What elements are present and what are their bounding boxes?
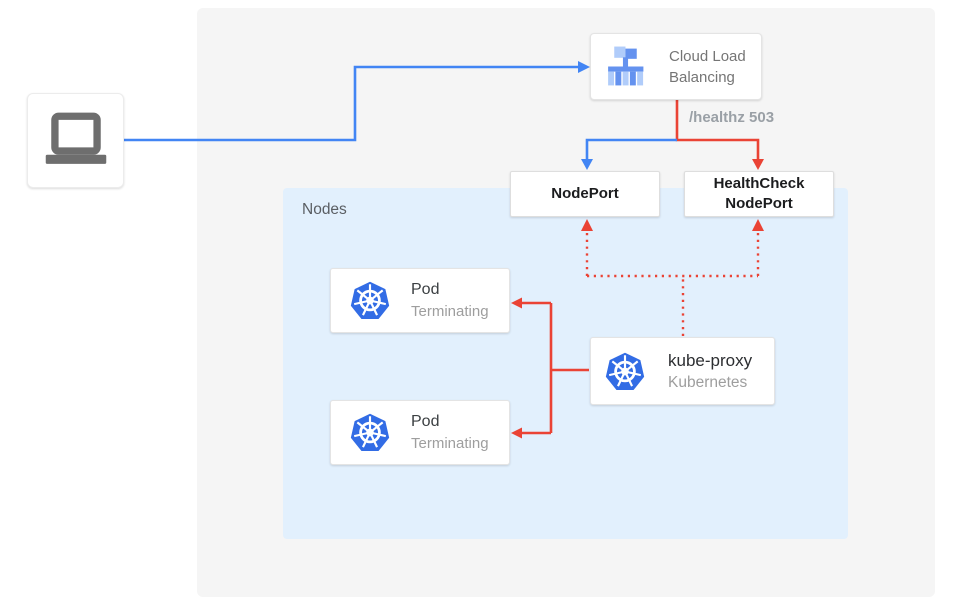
dotted-to-healthcheck-arrowhead	[752, 219, 764, 231]
kubeproxy-to-pod1-arrowhead	[511, 297, 522, 309]
pod-title: Pod	[411, 281, 440, 298]
lb-to-healthcheck-arrowhead	[752, 159, 764, 170]
cloud-load-balancer-label: Cloud Load Balancing	[669, 47, 746, 86]
dotted-to-nodeport-arrowhead	[581, 219, 593, 231]
kube-proxy-subtitle: Kubernetes	[668, 373, 748, 391]
nodeport-label: NodePort	[551, 185, 619, 202]
lb-to-nodeport-arrowhead	[581, 159, 593, 170]
kubernetes-helm-icon	[604, 350, 646, 391]
nodeport-node: NodePort	[510, 171, 660, 217]
lb-to-nodeport-line	[585, 138, 677, 160]
kubeproxy-to-pod2-arrowhead	[511, 427, 522, 439]
pod-status: Terminating	[411, 303, 489, 320]
kube-proxy-node: kube-proxy Kubernetes	[590, 337, 775, 405]
cloud-load-balancer-node: Cloud Load Balancing	[590, 33, 762, 100]
nodes-region-label: Nodes	[302, 201, 347, 218]
lb-to-healthcheck-line	[675, 100, 760, 160]
healthcheck-nodeport-label: HealthCheck NodePort	[713, 175, 805, 212]
laptop-icon	[45, 112, 106, 164]
client-node	[27, 93, 124, 188]
kubernetes-helm-icon	[349, 412, 391, 453]
kube-proxy-title: kube-proxy	[668, 350, 753, 370]
pod-node: Pod Terminating	[330, 268, 510, 333]
pod-node: Pod Terminating	[330, 400, 510, 465]
pod-status: Terminating	[411, 435, 489, 452]
cloud-load-balancing-icon	[608, 46, 644, 86]
client-to-lb-arrowhead	[578, 61, 590, 73]
kubernetes-helm-icon	[349, 280, 391, 321]
client-to-lb-line	[124, 65, 579, 142]
healthcheck-path-label: /healthz 503	[689, 109, 775, 126]
healthcheck-nodeport-node: HealthCheck NodePort	[684, 171, 834, 217]
pod-title: Pod	[411, 413, 440, 430]
